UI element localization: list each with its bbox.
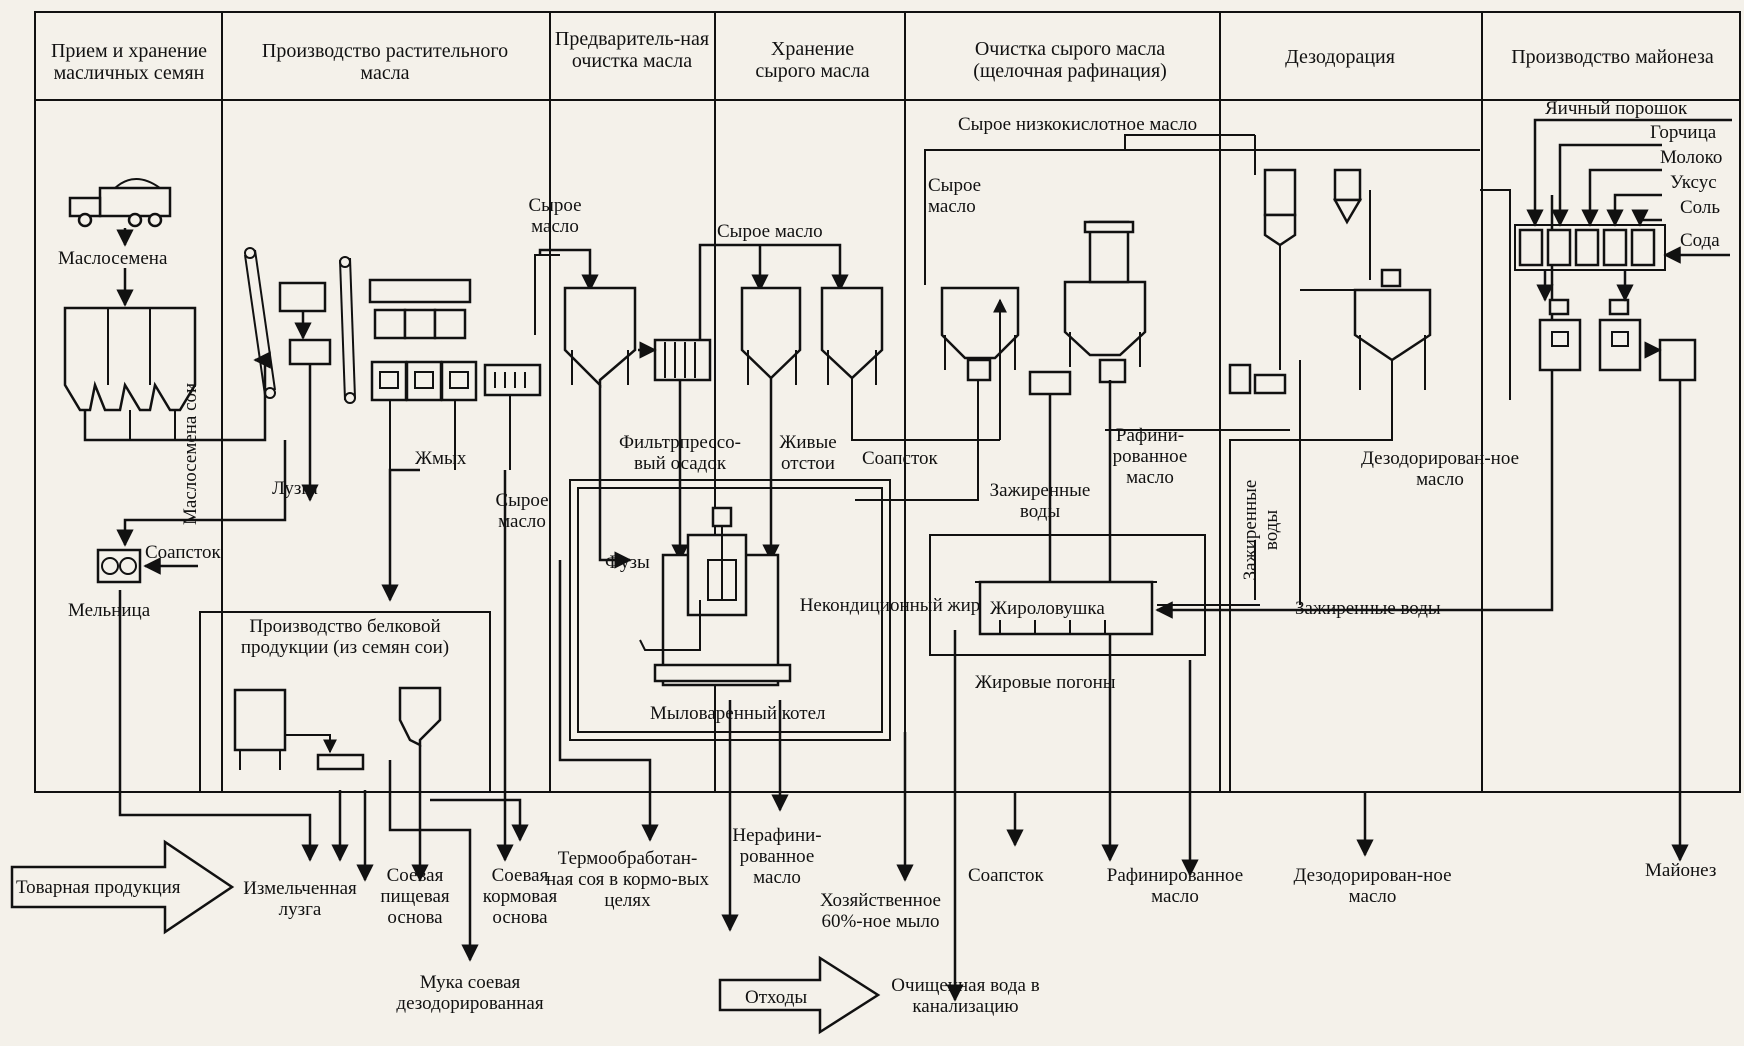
output-deodorized-oil: Дезодорирован-ное масло — [1290, 865, 1455, 907]
raw-oil-tanks — [742, 288, 882, 385]
label-cake: Жмых — [415, 448, 466, 469]
filter-press — [655, 340, 710, 380]
table-grid — [35, 12, 1740, 792]
output-refined-oil: Рафинированное масло — [1105, 865, 1245, 907]
label-deodorized-oil-mid: Дезодорирован-ное масло — [1355, 448, 1525, 490]
label-vinegar: Уксус — [1670, 172, 1717, 193]
label-fuzy: Фузы — [605, 552, 650, 573]
label-egg-powder: Яичный порошок — [1545, 98, 1687, 119]
filter — [485, 365, 540, 395]
output-heat-treated-soy: Термообработан-ная соя в кормо-вых целях — [545, 848, 710, 911]
label-husk: Лузга — [272, 478, 318, 499]
mayonnaise-line — [1515, 225, 1695, 380]
label-fat-trap: Жироловушка — [990, 598, 1105, 619]
output-soapstock: Соапсток — [968, 865, 1044, 886]
header-deodorization: Дезодорация — [1240, 46, 1440, 68]
output-ground-husk: Измельченная лузга — [240, 878, 360, 920]
label-milk: Молоко — [1660, 147, 1722, 168]
truck-icon — [70, 179, 170, 226]
label-seeds: Маслосемена — [58, 248, 167, 269]
label-fat-distill: Жировые погоны — [975, 672, 1116, 693]
label-noncond-fat: Некондиционный жир — [795, 595, 985, 616]
label-refined-oil-mid: Рафини-рованное масло — [1100, 425, 1200, 488]
header-oil-production: Производство растительного масла — [260, 40, 510, 84]
separator — [290, 340, 330, 364]
label-soapstock-mid: Соапсток — [862, 448, 938, 469]
label-soda: Сода — [1680, 230, 1720, 251]
label-fatty-water: Зажиренные воды — [985, 480, 1095, 522]
conveyor-2 — [340, 257, 355, 403]
label-mill: Мельница — [68, 600, 150, 621]
seed-silos — [65, 308, 195, 410]
label-raw-oil-3: Сырое масло — [717, 221, 823, 242]
press-block — [370, 280, 476, 400]
label-fatty-water-vertical: Зажиренные воды — [1240, 460, 1282, 600]
mill-icon — [98, 550, 140, 582]
output-soy-flour: Мука соевая дезодорированная — [370, 972, 570, 1014]
output-mayonnaise: Майонез — [1645, 860, 1716, 881]
output-soy-food: Соевая пищевая основа — [370, 865, 460, 928]
label-soap-kettle: Мыловаренный котел — [650, 703, 825, 724]
label-protein-prod: Производство белковой продукции (из семя… — [205, 616, 485, 658]
header-mayonnaise: Производство майонеза — [1485, 46, 1740, 68]
output-unrefined-oil: Нерафини-рованное масло — [722, 825, 832, 888]
header-seed-storage: Прием и хранение масличных семян — [38, 40, 220, 84]
output-clean-water: Очищенная вода в канализацию — [878, 975, 1053, 1017]
output-commodity: Товарная продукция — [16, 877, 181, 898]
header-refining: Очистка сырого масла (щелочная рафинация… — [935, 38, 1205, 82]
header-raw-oil-storage: Хранение сырого масла — [740, 38, 885, 82]
label-raw-oil-1: Сырое масло — [520, 195, 590, 237]
header-preliminary-cleaning: Предваритель-ная очистка масла — [552, 28, 712, 72]
conveyor-1 — [245, 248, 275, 398]
label-low-acid-oil: Сырое низкокислотное масло — [958, 114, 1197, 135]
label-fatty-water-right: Зажиренные воды — [1295, 598, 1441, 619]
soap-kettle — [640, 508, 790, 685]
label-live-sediment: Живые отстои — [772, 432, 844, 474]
output-waste: Отходы — [745, 987, 807, 1008]
crusher — [280, 283, 325, 311]
label-soapstock-mill: Соапсток — [145, 542, 221, 563]
refining-reactors — [942, 222, 1145, 394]
label-mustard: Горчица — [1650, 122, 1716, 143]
label-soy-seeds: Маслосемена сои — [180, 383, 201, 525]
settling-tank — [565, 288, 635, 385]
label-raw-oil-2: Сырое масло — [487, 490, 557, 532]
label-filter-residue: Фильтрпрессо-вый осадок — [605, 432, 755, 474]
output-soap-60: Хозяйственное 60%-ное мыло — [798, 890, 963, 932]
deodorizer — [1230, 170, 1430, 393]
label-salt: Соль — [1680, 197, 1720, 218]
label-raw-oil-4: Сырое масло — [928, 175, 998, 217]
